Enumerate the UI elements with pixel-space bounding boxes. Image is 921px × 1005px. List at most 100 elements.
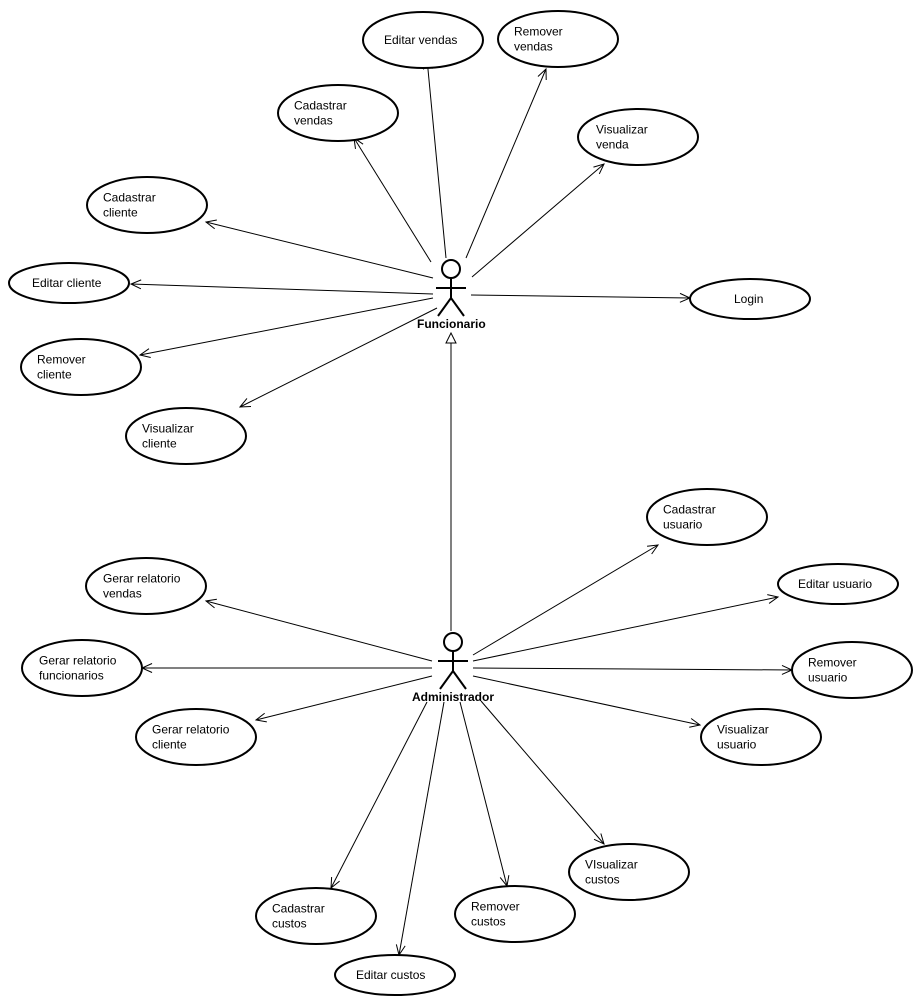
arrowhead <box>204 598 217 609</box>
association-administrador-gerar-relatorio-cliente <box>255 675 433 721</box>
use-case-label: cliente <box>142 437 177 451</box>
use-case-label: custos <box>585 873 620 887</box>
association-funcionario-login <box>470 294 691 299</box>
actor-right-leg <box>452 670 467 690</box>
actor-left-leg <box>439 670 454 690</box>
arrowhead <box>593 163 605 175</box>
actor-left-leg <box>437 297 452 317</box>
arrowhead <box>593 833 605 845</box>
actor-name: Funcionario <box>417 317 486 331</box>
use-case-label: Editar custos <box>356 968 425 982</box>
use-case-editar-usuario[interactable]: Editar usuario <box>777 563 899 605</box>
generalization-triangle <box>445 331 457 344</box>
use-case-ellipse <box>334 954 456 996</box>
use-case-ellipse <box>255 887 377 945</box>
use-case-ellipse <box>777 563 899 605</box>
use-case-ellipse <box>791 641 913 699</box>
association-funcionario-remover-cliente <box>139 297 434 356</box>
use-case-label: Login <box>734 292 763 306</box>
use-case-label: Gerar relatorio <box>152 723 230 737</box>
association-funcionario-cadastrar-cliente <box>205 221 434 279</box>
use-case-label: vendas <box>294 114 333 128</box>
use-case-label: Editar usuario <box>798 577 872 591</box>
use-case-ellipse <box>135 708 257 766</box>
actor-head <box>443 632 463 652</box>
arrowhead <box>238 398 252 408</box>
use-case-ellipse <box>20 338 142 396</box>
use-case-label: Gerar relatorio <box>103 572 181 586</box>
generalizations-layer <box>445 331 457 631</box>
arrowhead <box>129 279 142 290</box>
use-case-label: cliente <box>37 368 72 382</box>
use-case-ellipse <box>646 488 768 546</box>
use-case-ellipse <box>21 639 143 697</box>
use-case-label: Cadastrar <box>294 99 347 113</box>
use-case-ellipse <box>497 10 619 68</box>
arrowhead <box>254 712 267 723</box>
arrowhead <box>647 544 660 555</box>
arrowhead <box>767 594 780 604</box>
use-case-editar-custos[interactable]: Editar custos <box>334 954 456 996</box>
association-funcionario-editar-vendas <box>426 58 447 259</box>
association-administrador-visualizar-custos <box>480 700 605 845</box>
use-case-label: Remover <box>808 656 857 670</box>
actor-funcionario[interactable]: Funcionario <box>417 259 486 331</box>
association-administrador-editar-usuario <box>472 596 779 662</box>
use-case-ellipse <box>125 407 247 465</box>
use-case-label: funcionarios <box>39 669 104 683</box>
use-case-login[interactable]: Login <box>689 278 811 320</box>
actor-right-leg <box>450 297 465 317</box>
association-funcionario-visualizar-cliente <box>239 307 438 408</box>
arrowhead <box>204 219 217 230</box>
use-case-label: Editar vendas <box>384 33 457 47</box>
use-case-label: usuario <box>717 738 757 752</box>
association-administrador-remover-usuario <box>472 667 793 671</box>
use-case-label: Remover <box>37 353 86 367</box>
use-case-label: Editar cliente <box>32 276 102 290</box>
association-funcionario-remover-vendas <box>465 68 547 259</box>
use-case-editar-cliente[interactable]: Editar cliente <box>8 262 130 304</box>
association-funcionario-visualizar-venda <box>471 163 605 278</box>
association-administrador-editar-custos <box>398 701 445 956</box>
use-case-ellipse <box>568 843 690 901</box>
association-administrador-cadastrar-custos <box>330 701 428 889</box>
association-administrador-visualizar-usuario <box>472 675 701 726</box>
use-case-ellipse <box>689 278 811 320</box>
use-case-ellipse <box>86 176 208 234</box>
use-case-ellipse <box>577 108 699 166</box>
arrowhead <box>689 718 702 728</box>
use-case-ellipse <box>362 11 484 69</box>
actor-head <box>441 259 461 279</box>
use-case-ellipse <box>454 885 576 943</box>
actor-name: Administrador <box>412 690 494 704</box>
use-case-label: custos <box>272 917 307 931</box>
association-administrador-remover-custos <box>459 701 508 887</box>
association-administrador-cadastrar-usuario <box>472 544 659 656</box>
use-case-editar-vendas[interactable]: Editar vendas <box>362 11 484 69</box>
use-case-label: vendas <box>514 40 553 54</box>
actor-administrador[interactable]: Administrador <box>412 632 494 704</box>
association-funcionario-editar-cliente <box>130 283 434 295</box>
use-case-label: Visualizar <box>142 422 194 436</box>
use-case-label: venda <box>596 138 629 152</box>
use-case-label: Visualizar <box>717 723 769 737</box>
use-case-label: usuario <box>663 518 703 532</box>
associations-layer <box>129 57 794 957</box>
